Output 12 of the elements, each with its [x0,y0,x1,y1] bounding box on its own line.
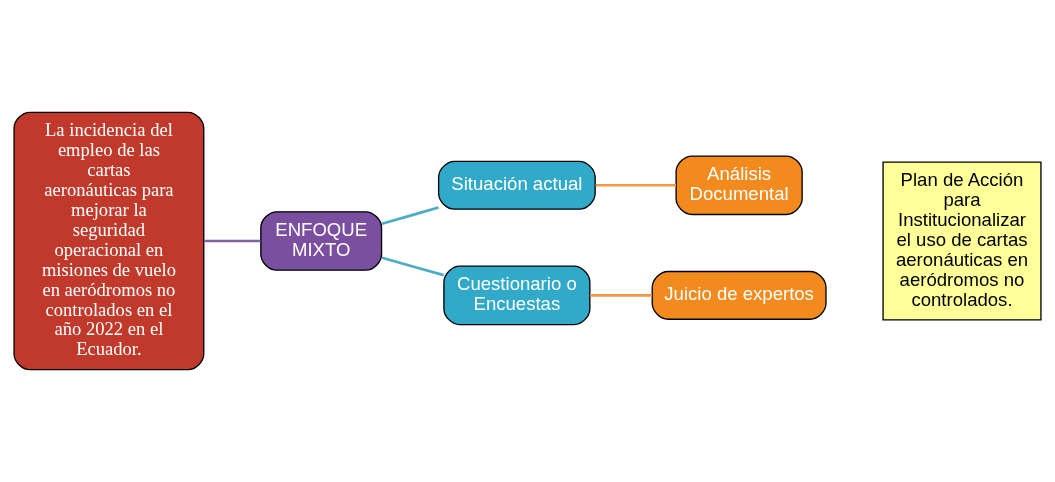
node-box: ENFOQUE MIXTO [260,211,383,271]
node-box: Plan de Acción para Institucionalizar el uso de cartas aeronáuticas en aeródromos no controlados. [882,161,1042,321]
node-box: Cuestionario o Encuestas [443,265,591,326]
connector [204,239,261,243]
connector [381,206,439,226]
connector [595,183,676,187]
node-box: Juicio de expertos [651,270,827,320]
node-box: Análisis Documental [675,155,803,216]
connector [590,294,652,297]
connector [381,256,445,277]
node-box: Situación actual [437,160,596,210]
node-box: La incidencia del empleo de las cartas aeronáuticas para mejorar la seguridad operacional en misiones de vuelo en aeródromos no controlados en el año 2022 en el Ecuador. [13,111,205,371]
